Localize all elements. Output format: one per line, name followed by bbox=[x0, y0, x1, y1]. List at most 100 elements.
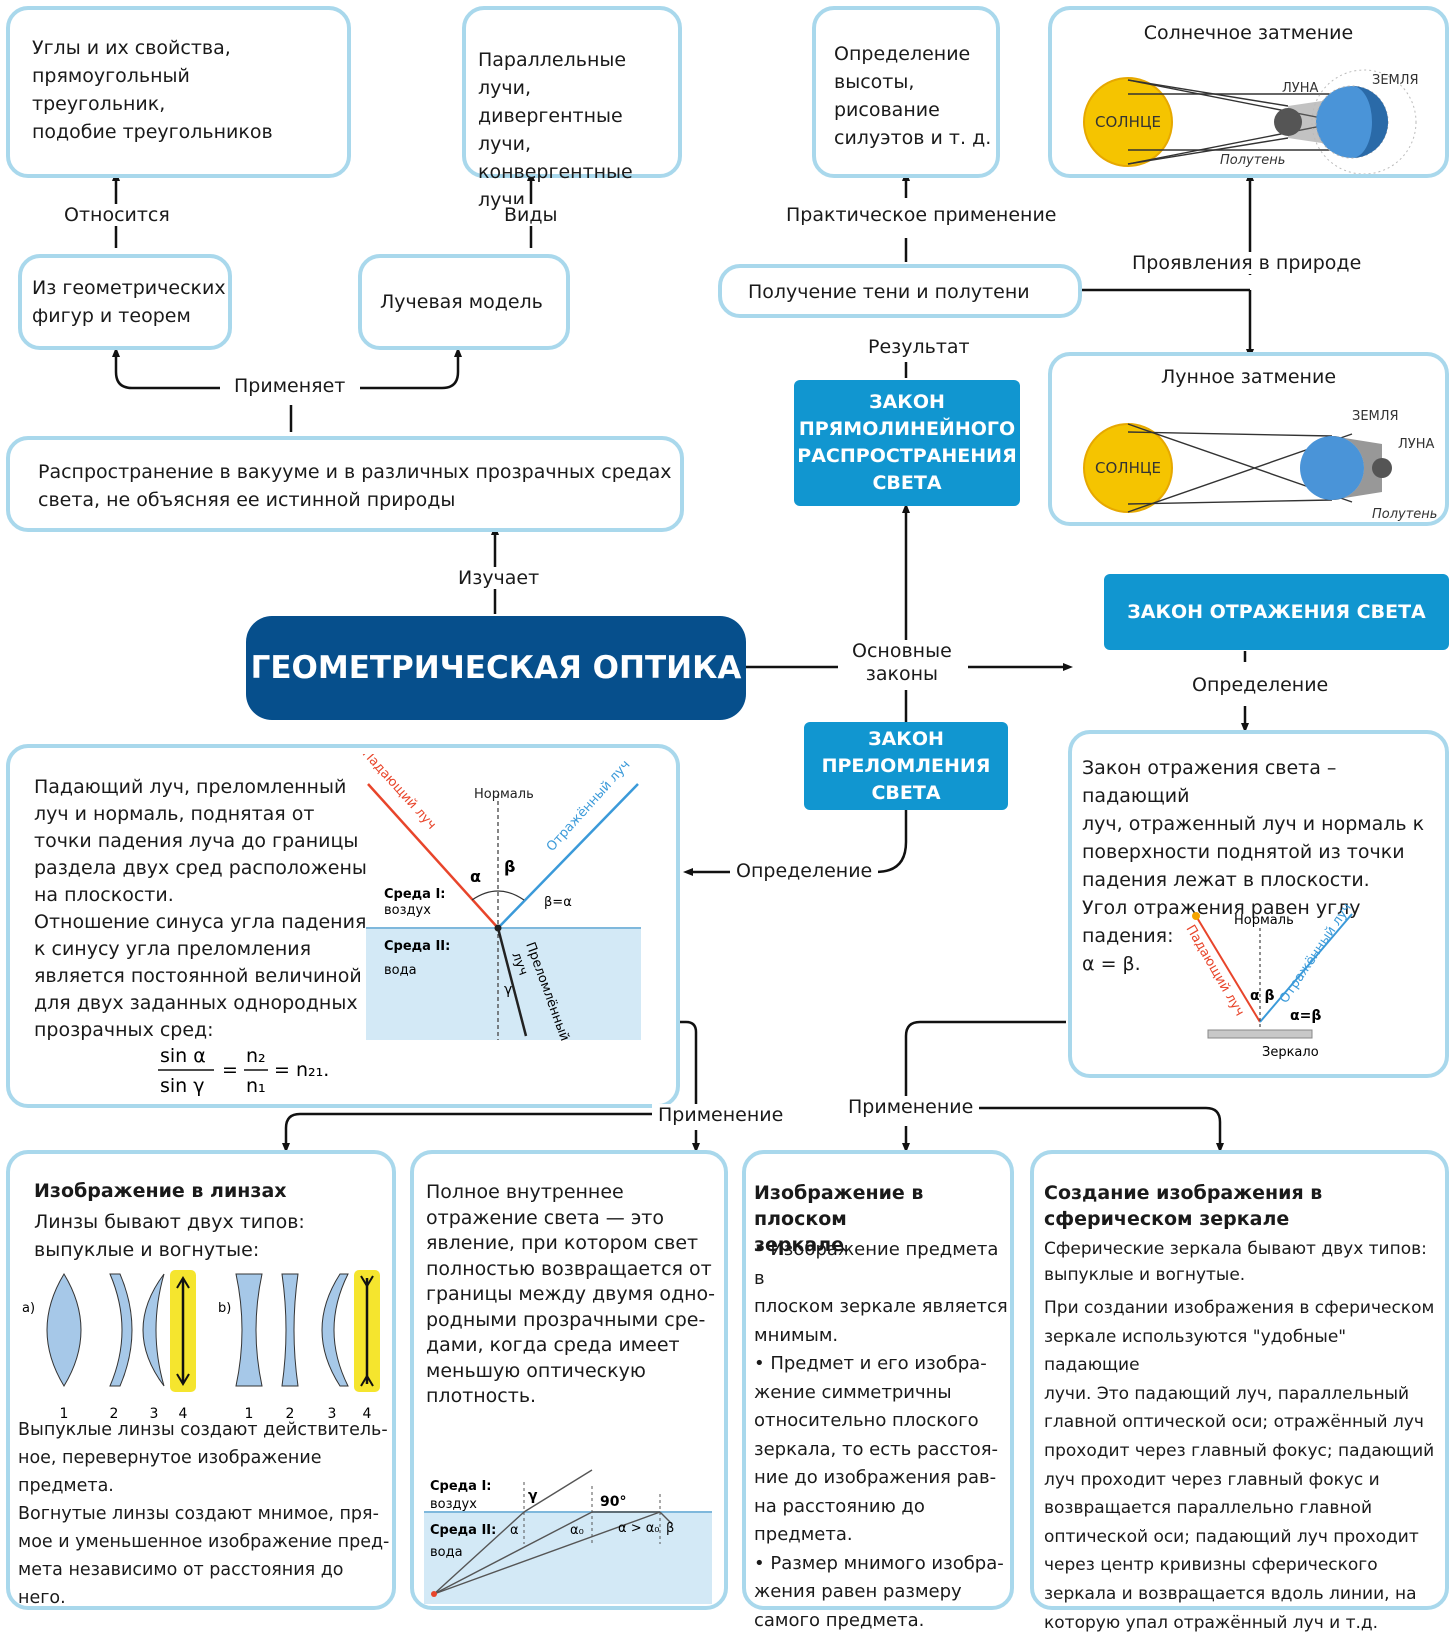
solar-earth-label: ЗЕМЛЯ bbox=[1372, 73, 1419, 88]
lens-num-a2: 2 bbox=[110, 1406, 119, 1422]
lens-num-b1: 1 bbox=[245, 1406, 254, 1422]
solar-eclipse-diagram: СОЛНЦЕ ЛУНА ЗЕМЛЯ Полутень bbox=[1083, 69, 1419, 174]
refl-normal-label: Нормаль bbox=[1234, 913, 1294, 928]
angles-box: Углы и их свойства, прямоугольный треуго… bbox=[6, 6, 351, 178]
refr-reflected-label: Отражённый луч bbox=[544, 757, 634, 854]
relates-label: Относится bbox=[58, 204, 176, 226]
solar-penumbra-label: Полутень bbox=[1220, 153, 1285, 168]
lunar-eclipse-diagram: СОЛНЦЕ ЗЕМЛЯ ЛУНА Полутень bbox=[1083, 409, 1437, 522]
tir-air: воздух bbox=[430, 1497, 477, 1512]
lens-num-b2: 2 bbox=[286, 1406, 295, 1422]
refr-incident-label: Падающий луч bbox=[359, 754, 439, 833]
tir-medium2: Среда II: bbox=[430, 1523, 496, 1538]
lunar-earth-label: ЗЕМЛЯ bbox=[1352, 409, 1399, 424]
spherical-mirror-title: Создание изображения в сферическом зерка… bbox=[1044, 1182, 1323, 1230]
plane-mirror-title: Изображение в плоском зеркале bbox=[754, 1182, 924, 1256]
height-text: Определение высоты, рисование силуэтов и… bbox=[834, 43, 992, 149]
formula-n21: = n₂₁. bbox=[274, 1059, 329, 1081]
refraction-formula: sin α sin γ = n₂ n₁ = n₂₁. bbox=[158, 1045, 329, 1097]
tir-90: 90° bbox=[600, 1494, 626, 1510]
plane-mirror-box: Изображение в плоском зеркале • Изображе… bbox=[742, 1150, 1014, 1631]
reflection-diagram: Нормаль Падающий луч Отражённый луч α β … bbox=[1183, 904, 1355, 1060]
height-box: Определение высоты, рисование силуэтов и… bbox=[812, 6, 1000, 178]
solar-moon-label: ЛУНА bbox=[1282, 81, 1318, 96]
lens-num-a1: 1 bbox=[60, 1406, 69, 1422]
total-reflection-text: Полное внутреннее отражение света — это … bbox=[426, 1181, 716, 1407]
application-left-label: Применение bbox=[652, 1104, 790, 1126]
refr-alpha: α bbox=[470, 867, 481, 886]
formula-sin-gamma: sin γ bbox=[160, 1075, 205, 1097]
refl-aeqb: α=β bbox=[1290, 1008, 1321, 1024]
formula-n2: n₂ bbox=[246, 1045, 266, 1067]
spherical-mirror-text2: При создании изображения в сферическом з… bbox=[1044, 1298, 1435, 1633]
figures-box: Из геометрических фигур и теорем bbox=[18, 254, 232, 350]
refr-water: вода bbox=[384, 963, 417, 978]
solar-eclipse-box: Солнечное затмение СОЛНЦЕ ЛУНА ЗЕМЛЯ Пол… bbox=[1048, 6, 1449, 178]
refraction-text: Падающий луч, преломленный луч и нормаль… bbox=[34, 776, 367, 1041]
refraction-law-box: ЗАКОН ПРЕЛОМЛЕНИЯ СВЕТА bbox=[804, 722, 1008, 810]
spherical-mirror-text1: Сферические зеркала бывают двух типов: в… bbox=[1044, 1239, 1427, 1285]
lenses-intro: Линзы бывают двух типов: выпуклые и вогн… bbox=[34, 1211, 305, 1261]
propagation-box: Распространение в вакууме и в различных … bbox=[6, 436, 684, 532]
refraction-diagram: Падающий луч Нормаль Отражённый луч α β … bbox=[359, 754, 641, 1043]
refraction-box: Падающий луч, преломленный луч и нормаль… bbox=[6, 744, 680, 1108]
reflection-law-box: ЗАКОН ОТРАЖЕНИЯ СВЕТА bbox=[1104, 574, 1449, 650]
refl-ab: α β bbox=[1250, 988, 1275, 1004]
shadow-box: Получение тени и полутени bbox=[718, 264, 1082, 318]
tir-water: вода bbox=[430, 1545, 463, 1560]
lenses-text: Выпуклые линзы создают действитель- ное,… bbox=[18, 1420, 390, 1608]
straight-law-box: ЗАКОН ПРЯМОЛИНЕЙНОГО РАСПРОСТРАНЕНИЯ СВЕ… bbox=[794, 380, 1020, 506]
lens-num-a3: 3 bbox=[150, 1406, 159, 1422]
reflection-box: Закон отражения света – падающий луч, от… bbox=[1068, 730, 1449, 1078]
refr-medium1: Среда I: bbox=[384, 887, 446, 902]
types-label: Виды bbox=[498, 204, 564, 226]
rays-text: Параллельные лучи, дивергентные лучи, ко… bbox=[478, 49, 633, 211]
rays-box: Параллельные лучи, дивергентные лучи, ко… bbox=[462, 6, 682, 211]
application-right-label: Применение bbox=[842, 1096, 980, 1118]
total-reflection-diagram: Среда I: воздух Среда II: вода γ 90° α α… bbox=[424, 1469, 712, 1604]
lens-label-a: а) bbox=[22, 1301, 35, 1316]
refr-beta: β bbox=[504, 857, 515, 876]
lunar-eclipse-box: Лунное затмение СОЛНЦЕ ЗЕМЛЯ ЛУНА Полуте… bbox=[1048, 352, 1449, 526]
formula-sin-alpha: sin α bbox=[160, 1045, 206, 1067]
spherical-mirror-box: Создание изображения в сферическом зерка… bbox=[1030, 1150, 1449, 1633]
refr-gamma: γ bbox=[504, 982, 512, 998]
lens-num-a4: 4 bbox=[179, 1406, 188, 1422]
result-label: Результат bbox=[862, 336, 976, 358]
tir-gamma: γ bbox=[528, 1488, 538, 1504]
angles-text: Углы и их свойства, прямоугольный треуго… bbox=[32, 37, 273, 143]
practical-label: Практическое применение bbox=[780, 204, 1063, 226]
ray-model-text: Лучевая модель bbox=[380, 291, 543, 313]
tir-alpha0: α₀ bbox=[570, 1523, 584, 1538]
formula-eq: = bbox=[222, 1059, 238, 1081]
main-laws-label: Основные законы bbox=[846, 640, 958, 686]
lunar-moon-label: ЛУНА bbox=[1398, 437, 1434, 452]
lunar-sun-label: СОЛНЦЕ bbox=[1095, 459, 1161, 477]
refr-beta-eq: β=α bbox=[544, 895, 572, 910]
reflection-text: Закон отражения света – падающий луч, от… bbox=[1082, 757, 1425, 975]
plane-mirror-text: • Изображение предмета в плоском зеркале… bbox=[754, 1239, 1008, 1631]
studies-label: Изучает bbox=[452, 567, 546, 589]
lens-num-b3: 3 bbox=[328, 1406, 337, 1422]
main-title: ГЕОМЕТРИЧЕСКАЯ ОПТИКА bbox=[246, 616, 746, 720]
lenses-diagram: а) b) 1 2 3 4 1 2 3 4 bbox=[22, 1270, 380, 1422]
definition-right-label: Определение bbox=[1186, 674, 1335, 696]
lunar-eclipse-title: Лунное затмение bbox=[1160, 366, 1337, 388]
figures-text: Из геометрических фигур и теорем bbox=[32, 277, 226, 327]
shadow-text: Получение тени и полутени bbox=[748, 281, 1030, 303]
lens-label-b: b) bbox=[218, 1301, 231, 1316]
tir-alpha: α bbox=[510, 1523, 519, 1538]
formula-n1: n₁ bbox=[246, 1075, 266, 1097]
solar-sun-label: СОЛНЦЕ bbox=[1095, 113, 1161, 131]
total-reflection-box: Полное внутреннее отражение света — это … bbox=[410, 1150, 728, 1610]
propagation-text: Распространение в вакууме и в различных … bbox=[38, 461, 672, 511]
lunar-penumbra-label: Полутень bbox=[1372, 507, 1437, 522]
lens-num-b4: 4 bbox=[363, 1406, 372, 1422]
lenses-title: Изображение в линзах bbox=[34, 1180, 287, 1202]
definition-left-label: Определение bbox=[730, 860, 879, 882]
tir-cond: α > α₀ bbox=[618, 1521, 660, 1536]
nature-label: Проявления в природе bbox=[1126, 252, 1368, 274]
solar-eclipse-title: Солнечное затмение bbox=[1143, 22, 1354, 44]
tir-medium1: Среда I: bbox=[430, 1479, 492, 1494]
